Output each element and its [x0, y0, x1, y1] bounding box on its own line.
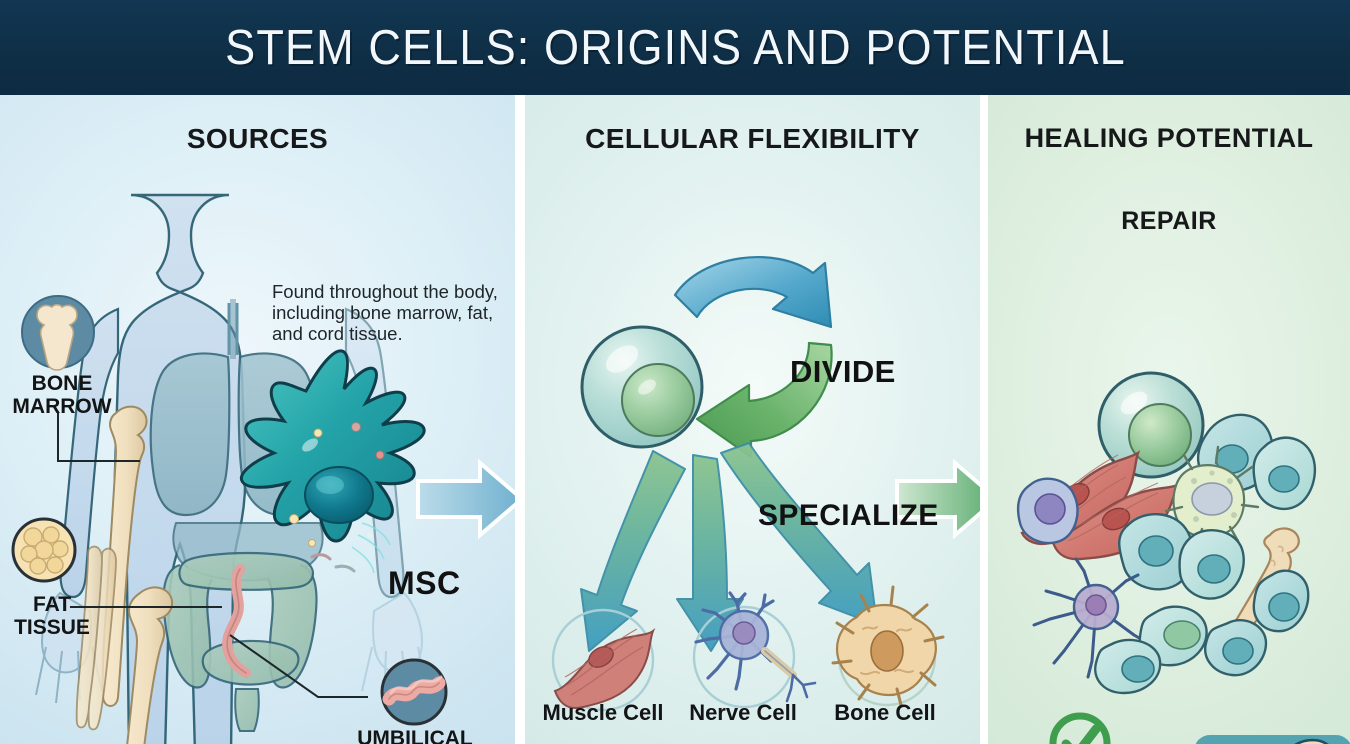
repair-badge: [1195, 735, 1350, 744]
label-fat-tissue: FAT TISSUE: [0, 593, 108, 639]
er-network: [351, 522, 391, 574]
panel-divider-1: [515, 95, 525, 744]
leader-bone-marrow: [57, 413, 140, 462]
panel-divider-2: [980, 95, 988, 744]
cluster-teal-cell-c: [1118, 512, 1194, 591]
organelles: [289, 422, 385, 573]
cluster-teal-cell-e: [1252, 569, 1310, 633]
cluster-muscle-cell-2: [1050, 482, 1181, 561]
panel-cellular-flexibility: CELLULAR FLEXIBILITY DIVIDE SPECIALIZE M…: [525, 95, 980, 744]
panels-container: SOURCES Found throughout the body, inclu…: [0, 95, 1350, 744]
sources-note: Found throughout the body, including bon…: [272, 281, 498, 344]
cell-cluster: [1016, 371, 1317, 695]
cluster-teal-cell-b: [1252, 436, 1317, 511]
label-umbilical-cord-line1: UMBILICAL: [357, 727, 473, 744]
celltype-bone: [831, 585, 945, 707]
cluster-teal-cell-d: [1178, 528, 1245, 600]
label-msc: MSC: [388, 565, 461, 601]
label-bone-cell: Bone Cell: [834, 700, 936, 725]
header-bar: STEM CELLS: ORIGINS AND POTENTIAL: [0, 0, 1350, 95]
cluster-stem-cell: [1097, 371, 1205, 479]
cluster-neuron: [1032, 557, 1150, 679]
label-nerve-cell: Nerve Cell: [689, 700, 797, 725]
stem-cell: [580, 325, 704, 449]
leader-cord: [229, 634, 368, 698]
healing-illustration: [1016, 371, 1350, 744]
panel-healing-potential: HEALING POTENTIAL REPAIR: [988, 95, 1350, 744]
cluster-osteocyte: [1164, 445, 1260, 545]
connector-arrow-1-tail: [525, 481, 535, 517]
connector-arrow-1: [416, 458, 515, 540]
label-bone-marrow-line1: BONE: [31, 372, 93, 395]
label-bone-marrow-line2: MARROW: [12, 395, 112, 418]
label-fat-tissue-line2: TISSUE: [14, 616, 90, 639]
divide-arrow-green: [695, 341, 833, 459]
cluster-blue-cell: [1016, 477, 1079, 545]
panel-sources: SOURCES Found throughout the body, inclu…: [0, 95, 515, 744]
sources-illustration: [35, 193, 515, 744]
page-title: STEM CELLS: ORIGINS AND POTENTIAL: [224, 20, 1126, 75]
source-icons: [11, 295, 448, 726]
panel-title-flexibility: CELLULAR FLEXIBILITY: [585, 123, 920, 154]
bone-marrow-icon: [21, 295, 95, 371]
specialize-arrows: [580, 442, 878, 652]
label-specialize: SPECIALIZE: [758, 499, 939, 532]
check-circle-icon: [1049, 712, 1111, 744]
celltype-muscle: [551, 608, 656, 712]
repair-subtitle: REPAIR: [1121, 207, 1217, 235]
label-umbilical-cord: UMBILICAL CORD: [340, 727, 490, 744]
label-bone-marrow: BONE MARROW: [0, 372, 126, 418]
celltype-nerve: [692, 591, 817, 709]
panel-title-healing: HEALING POTENTIAL: [1024, 123, 1314, 153]
label-muscle-cell: Muscle Cell: [542, 700, 664, 725]
msc-cell: [239, 349, 426, 574]
label-fat-tissue-line1: FAT: [32, 593, 72, 616]
cluster-teal-cell-h: [1094, 638, 1162, 695]
fat-tissue-icon: [11, 517, 77, 583]
panel-title-sources: SOURCES: [186, 123, 329, 154]
humerus-bone: [101, 405, 148, 707]
connector-arrow-2: [895, 458, 980, 540]
umbilical-cord-icon: [380, 658, 448, 726]
divide-arrow-blue: [673, 256, 833, 329]
cluster-teal-cell-g: [1204, 619, 1268, 677]
flexibility-illustration: [525, 256, 980, 712]
leader-lines: [57, 413, 368, 698]
femur-bone: [126, 586, 174, 744]
forearm-bones: [75, 545, 117, 731]
label-divide: DIVIDE: [790, 354, 896, 389]
